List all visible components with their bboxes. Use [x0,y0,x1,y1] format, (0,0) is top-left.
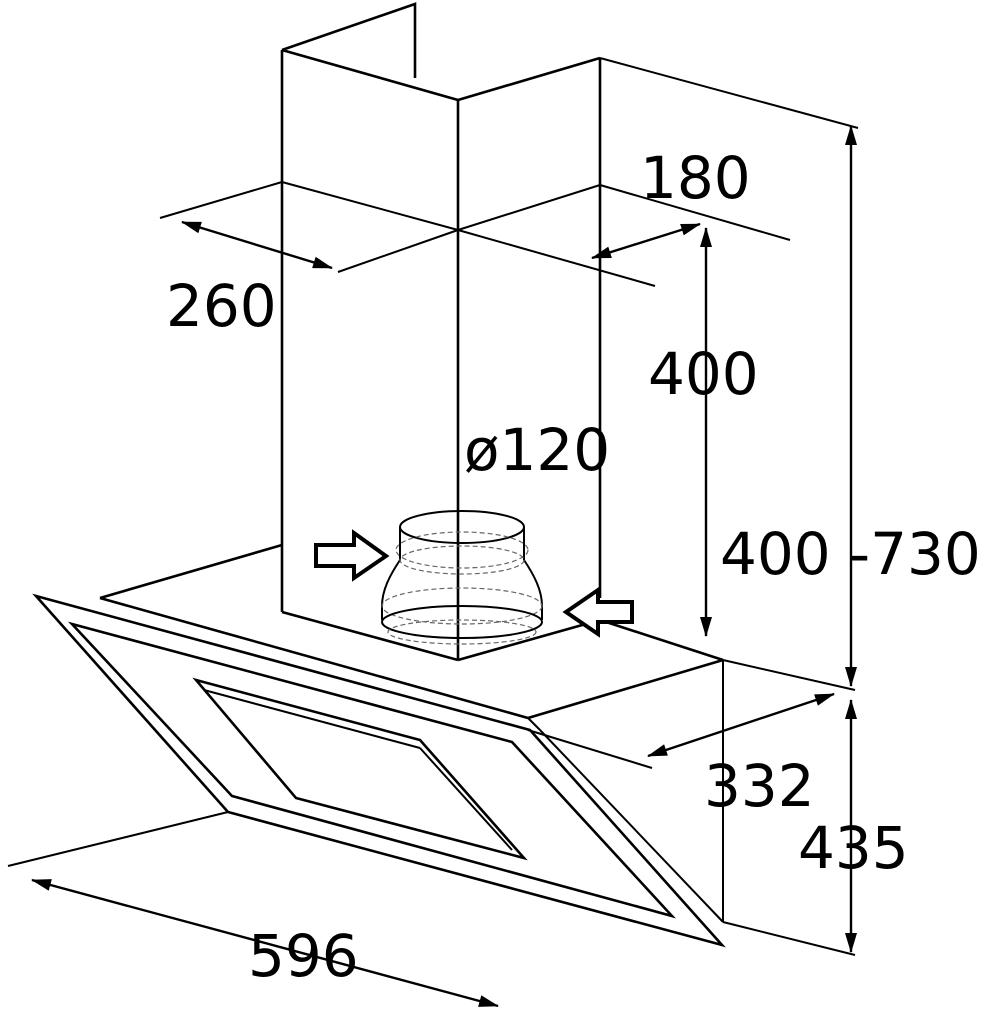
label-duct-min-height: 400 [648,340,759,408]
airflow-in-arrow-icon [314,529,390,582]
outlet-collar [381,510,543,645]
label-duct-width: 180 [640,144,751,212]
dimension-lines [7,57,859,1008]
label-hood-width: 596 [248,922,359,990]
label-outlet-diameter: ø120 [464,416,610,484]
chimney-duct-cover [280,2,602,662]
label-duct-depth: 260 [166,272,277,340]
airflow-out-arrow-icon [562,586,634,638]
label-hood-height: 435 [798,814,909,882]
label-total-height-range: 400 -730 [720,520,981,588]
label-hood-depth: 332 [704,752,815,820]
